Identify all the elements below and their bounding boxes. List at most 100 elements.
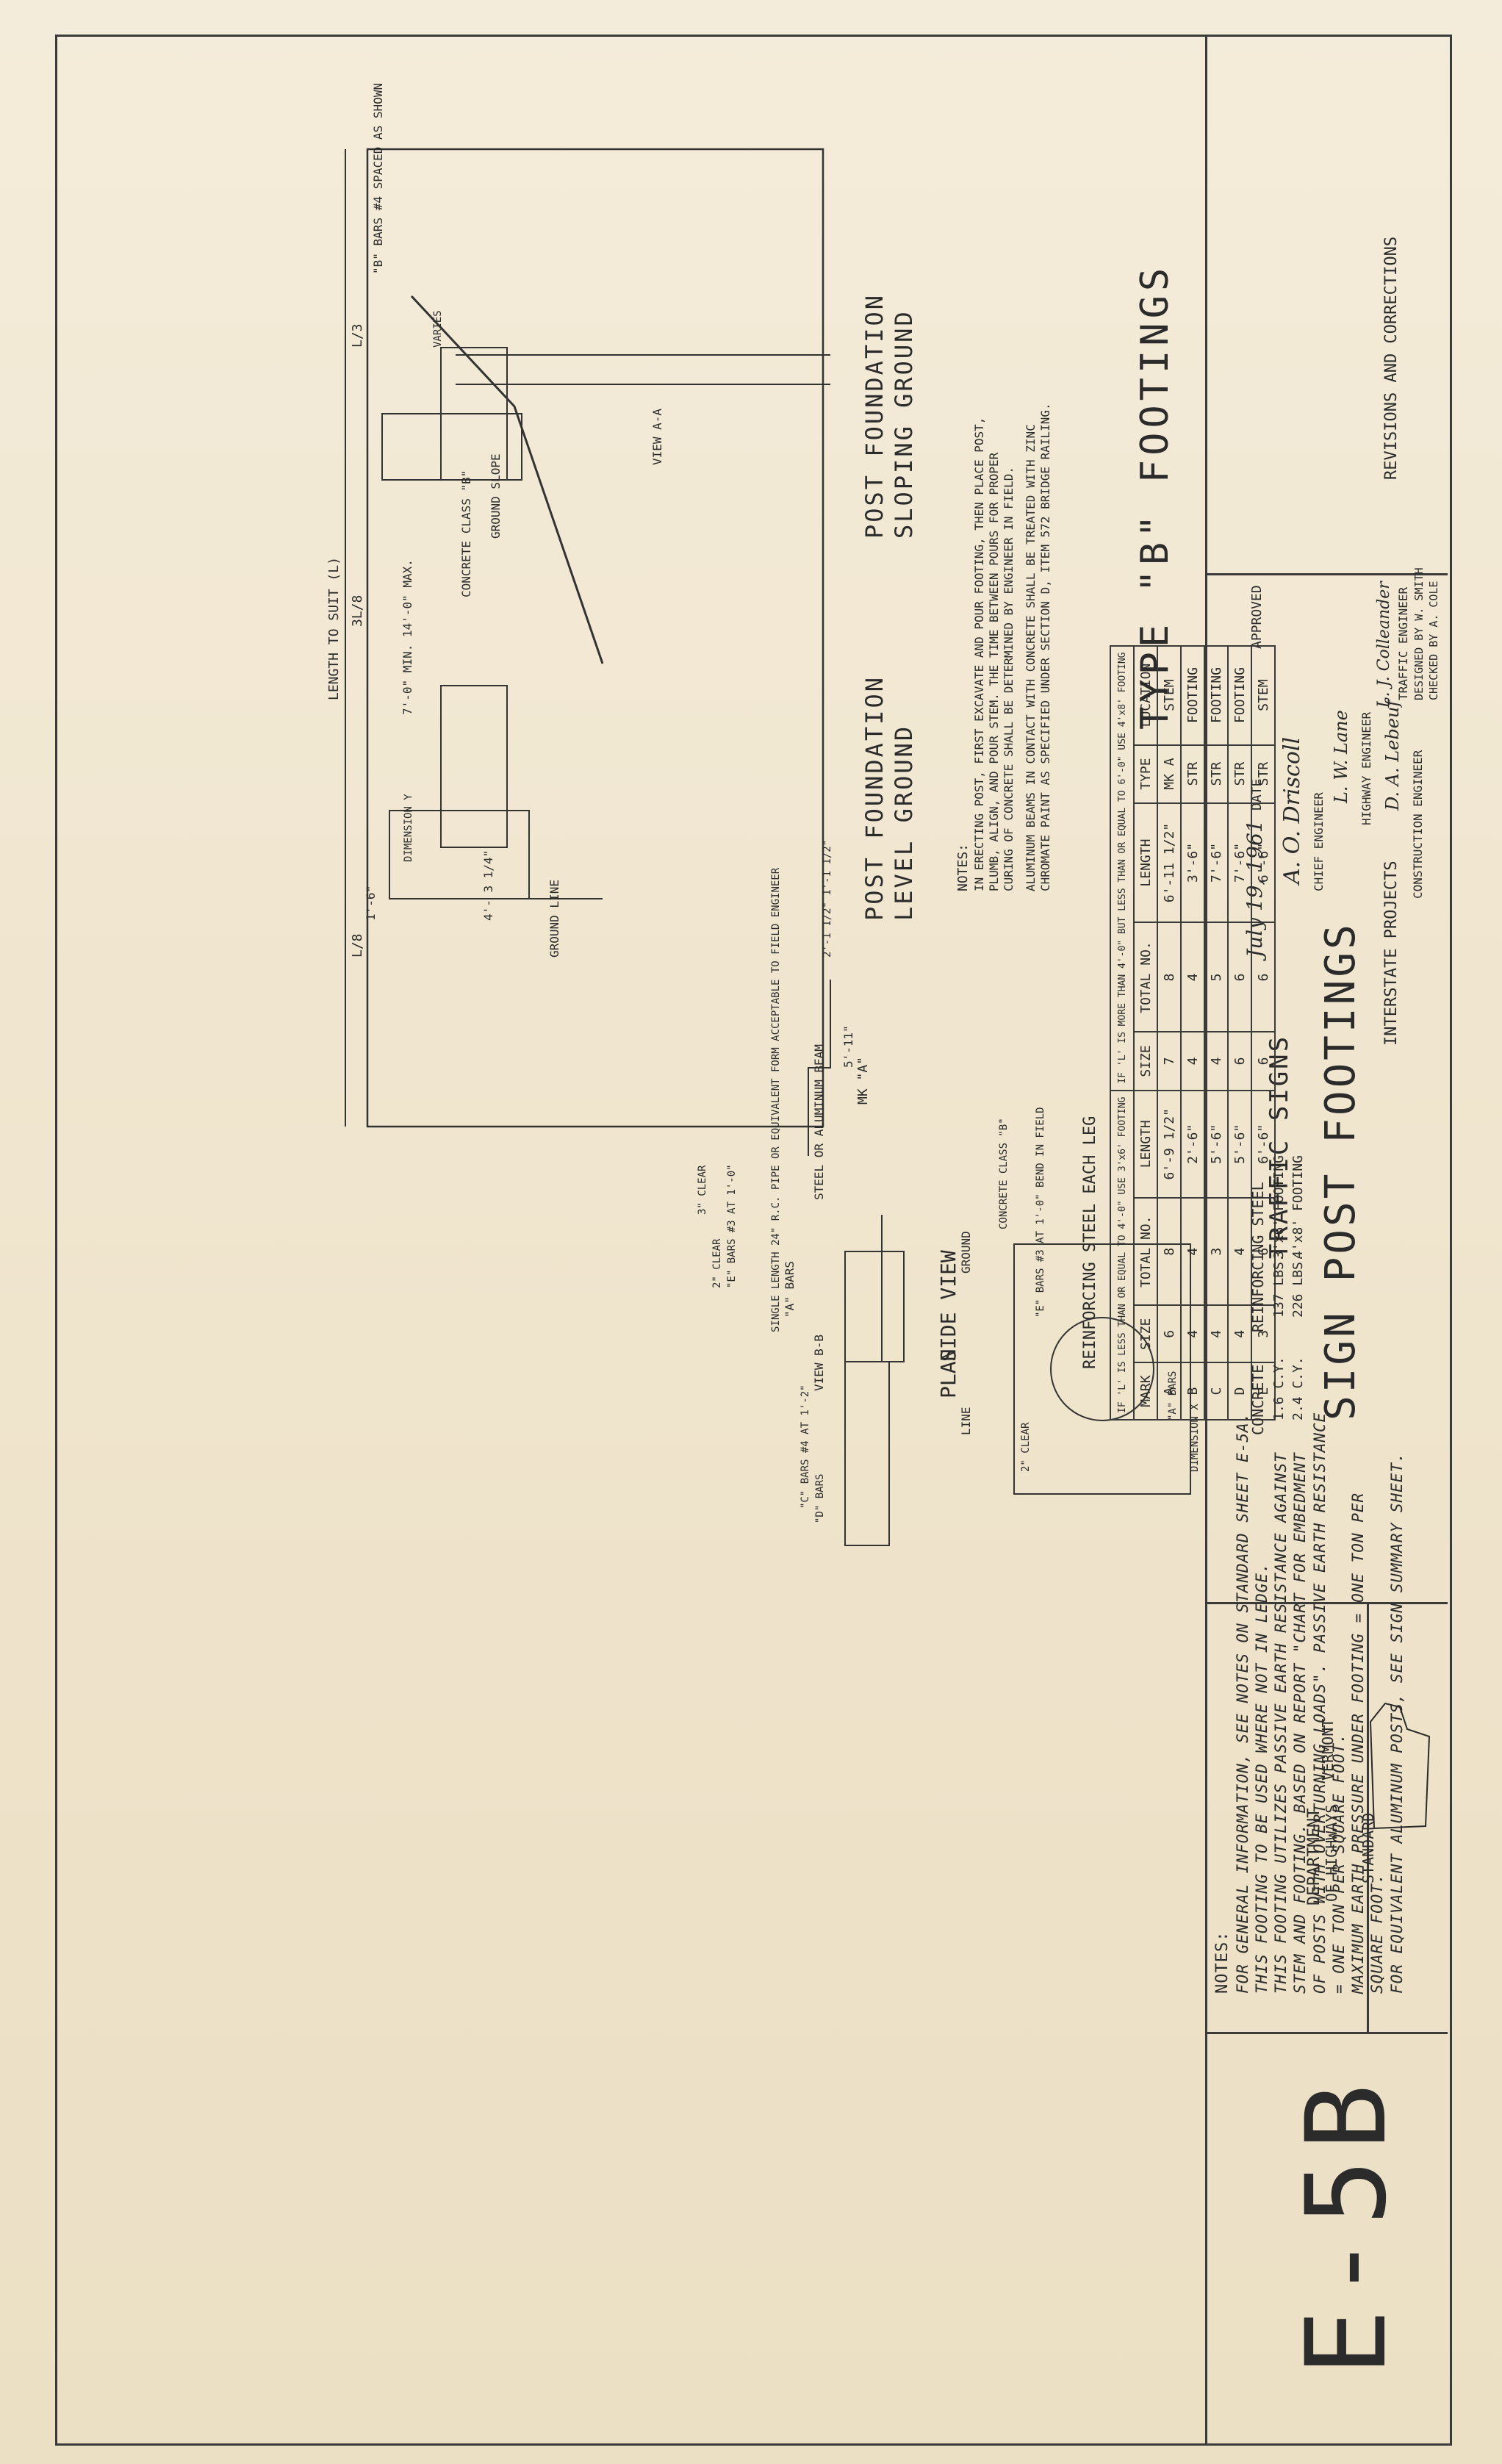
table-cell: STR — [1251, 744, 1275, 803]
table-cell: 2'-6" — [1181, 1090, 1204, 1199]
table-col-header: TYPE — [1134, 744, 1157, 803]
plan-pipe — [1050, 1317, 1154, 1421]
view-aa-label: VIEW A-A — [650, 409, 664, 465]
d-bars-label: "D" BARS — [814, 1474, 826, 1523]
right-notes-heading: NOTES: — [1213, 1930, 1232, 1994]
table-cell: MK A — [1157, 744, 1181, 803]
dimension-y-label: DIMENSION Y — [403, 794, 414, 862]
table-cell: 8 — [1157, 922, 1181, 1032]
table-cell: FOOTING — [1204, 645, 1228, 745]
table-cell: 5'-6" — [1228, 1090, 1251, 1199]
qty-row-label: 4'x8' FOOTING — [1290, 1155, 1306, 1259]
min-max-label: 7'-0" MIN. 14'-0" MAX. — [400, 559, 414, 715]
table-header-left: IF 'L' IS LESS THAN OR EQUAL TO 4'-0" US… — [1110, 1090, 1134, 1420]
steel-beam-label: STEEL OR ALUMINUM BEAM — [812, 1044, 826, 1200]
table-cell: 4 — [1181, 1032, 1204, 1091]
qty-row-label: 3'x6' FOOTING — [1271, 1155, 1287, 1259]
ground-slope-label: GROUND SLOPE — [489, 453, 503, 539]
table-cell: 6 — [1228, 1032, 1251, 1091]
table-cell: 6'-6" — [1251, 802, 1275, 923]
mk-a-label: MK "A" — [855, 1057, 871, 1105]
ground-line-label: GROUND LINE — [547, 880, 561, 958]
table-col-header: TOTAL NO. — [1134, 1198, 1157, 1306]
plan-title: PLAN — [936, 1349, 960, 1398]
right-notes-line: SQUARE FOOT. — [1368, 1873, 1387, 1994]
vermont-state-outline — [1367, 1700, 1433, 1832]
line-label: LINE — [959, 1407, 973, 1435]
varies-label: VARIES — [432, 310, 444, 348]
plan-e-bars: "E" BARS #3 AT 1'-0" BEND IN FIELD — [1035, 1107, 1046, 1318]
table-cell: 7'-6" — [1204, 802, 1228, 923]
table-cell: 5'-6" — [1204, 1090, 1228, 1199]
level-footing — [389, 810, 530, 899]
table-col-header: SIZE — [1134, 1032, 1157, 1091]
dim-4-3-label: 4'- 3 1/4" — [481, 850, 495, 921]
table-cell: 7 — [1157, 1032, 1181, 1091]
l3-label: L/3 — [350, 323, 365, 348]
table-col-header: LENGTH — [1134, 1090, 1157, 1199]
table-row: A 6 8 6'-9 1/2" 7 8 6'-11 1/2" MK A STEM — [1157, 645, 1181, 1420]
ground-label: GROUND — [959, 1231, 973, 1274]
dim-1-6-label: 1'-6" — [364, 886, 378, 921]
clear-2-label: 2" CLEAR — [711, 1238, 723, 1288]
table-cell: STR — [1204, 744, 1228, 803]
plan-concrete-label: CONCRETE CLASS "B" — [998, 1118, 1010, 1229]
l2-label: 3L/8 — [350, 595, 365, 627]
table-col-header: SIZE — [1134, 1305, 1157, 1363]
side-view-stem — [844, 1251, 905, 1362]
table-cell: 8 — [1157, 1198, 1181, 1306]
plan-a-bars: "A" BARS — [1167, 1371, 1179, 1420]
table-cell: 6'-11 1/2" — [1157, 802, 1181, 923]
right-notes-line: FOR GENERAL INFORMATION, SEE NOTES ON ST… — [1233, 1412, 1251, 1994]
table-cell: STEM — [1251, 645, 1275, 745]
table-cell: 3'-6" — [1181, 802, 1204, 923]
table-row: B 4 4 2'-6" 4 4 3'-6" STR FOOTING — [1181, 645, 1204, 1420]
concrete-class-label: CONCRETE CLASS "B" — [459, 470, 473, 597]
side-view-title: SIDE VIEW — [936, 1250, 960, 1362]
plan-outline — [1013, 1243, 1191, 1495]
table-cell: STEM — [1157, 645, 1181, 745]
length-to-suit: LENGTH TO SUIT (L) — [326, 557, 342, 700]
plan-dimension-x: DIMENSION X — [1189, 1404, 1201, 1472]
table-cell: FOOTING — [1228, 645, 1251, 745]
e-bars-label: "E" BARS #3 AT 1'-0" — [726, 1164, 738, 1288]
right-notes-line: OF POSTS WITH OVERTURNING LOADS". PASSIV… — [1310, 1412, 1329, 1994]
table-col-header: LOCATION — [1134, 645, 1157, 745]
a-bars-label: "A" BARS — [783, 1261, 797, 1318]
mk-left-label: 2'-1 1/2" 1'-1 1/2" — [822, 840, 833, 958]
table-cell: 4 — [1181, 1198, 1204, 1306]
right-notes-line: MAXIMUM EARTH PRESSURE UNDER FOOTING = O… — [1349, 1492, 1367, 1994]
beam-outline — [366, 148, 824, 1128]
reinforcing-table-title: REINFORCING STEEL EACH LEG — [1081, 1116, 1099, 1369]
table-column-row: MARK SIZE TOTAL NO. LENGTH SIZE TOTAL NO… — [1134, 645, 1157, 1420]
table-cell: 6 — [1157, 1305, 1181, 1363]
table-header-note-row: IF 'L' IS LESS THAN OR EQUAL TO 4'-0" US… — [1110, 645, 1134, 1420]
view-bb-label: VIEW B-B — [812, 1335, 826, 1391]
right-notes: NOTES: FOR GENERAL INFORMATION, SEE NOTE… — [1212, 1259, 1406, 1994]
table-cell: STR — [1181, 744, 1204, 803]
table-cell: 6 — [1228, 922, 1251, 1032]
sloping-ground — [410, 295, 604, 664]
l4-label: L/8 — [350, 933, 365, 958]
table-cell: FOOTING — [1181, 645, 1204, 745]
b-bars-label: "B" BARS #4 SPACED AS SHOWN — [371, 83, 385, 274]
table-cell: 6 — [1251, 1032, 1275, 1091]
mk-dim-label: 5'-11" — [841, 1025, 855, 1068]
table-col-header: TOTAL NO. — [1134, 922, 1157, 1032]
table-cell: 4 — [1181, 922, 1204, 1032]
table-cell: STR — [1228, 744, 1251, 803]
right-notes-line: THIS FOOTING UTILIZES PASSIVE EARTH RESI… — [1272, 1452, 1290, 1994]
clear-3-label: 3" CLEAR — [697, 1165, 708, 1215]
table-cell: A — [1157, 1362, 1181, 1420]
table-col-header: LENGTH — [1134, 802, 1157, 923]
pipe-note: SINGLE LENGTH 24" R.C. PIPE OR EQUIVALEN… — [770, 867, 782, 1332]
plan-clear: 2" CLEAR — [1020, 1422, 1032, 1472]
mk-a-bar — [808, 980, 831, 1156]
level-stem — [440, 685, 508, 848]
right-notes-line: STEM AND FOOTING. BASED ON REPORT "CHART… — [1291, 1452, 1309, 1994]
right-notes-line: FOR EQUIVALENT ALUMINUM POSTS, SEE SIGN … — [1387, 1452, 1406, 1994]
table-cell: 4 — [1204, 1032, 1228, 1091]
